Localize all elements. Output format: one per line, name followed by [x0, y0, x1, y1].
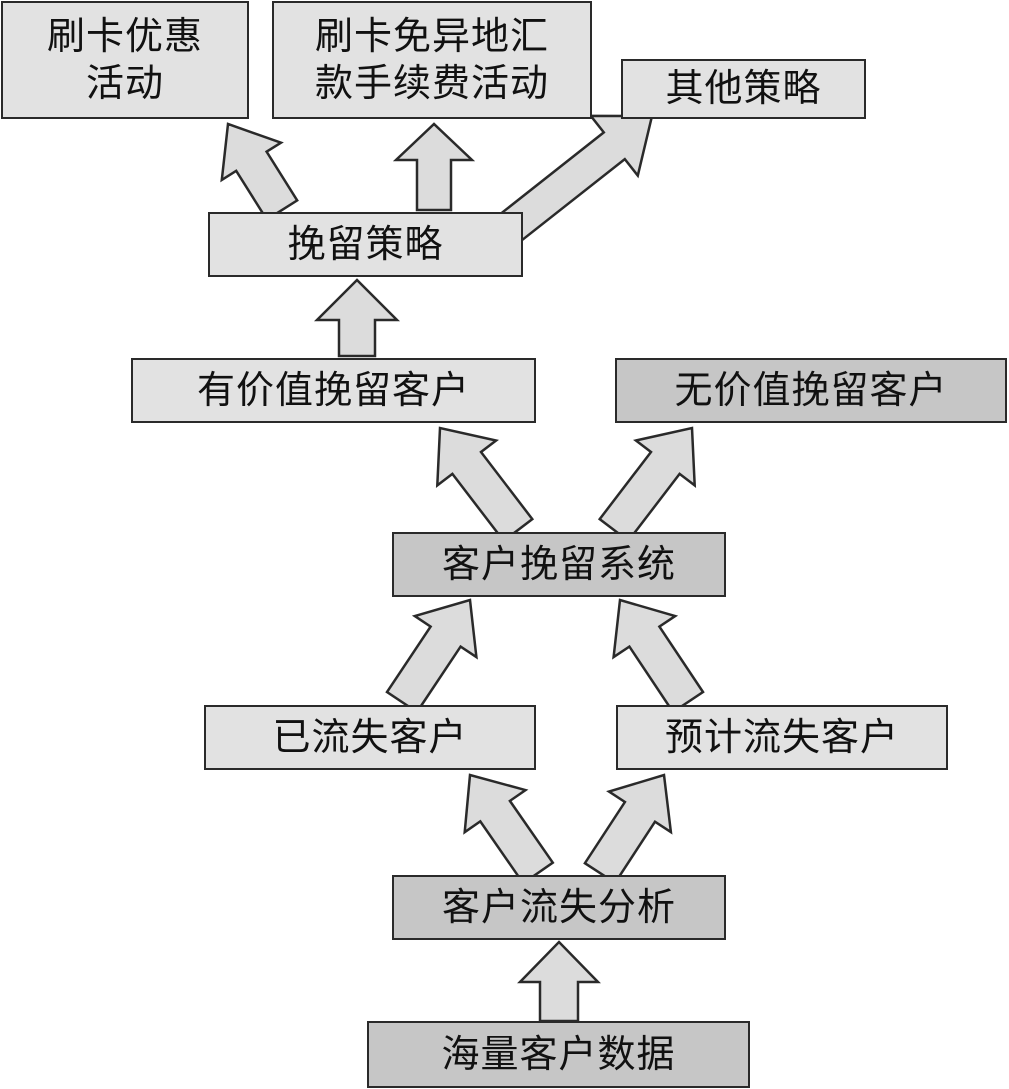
node-churn-analysis-label: 客户流失分析	[441, 884, 676, 929]
arrow-system-to-valuable	[435, 426, 535, 543]
node-customer-data-label: 海量客户数据	[441, 1031, 676, 1076]
node-churned-customers: 已流失客户	[204, 705, 536, 770]
arrow-system-to-nonvaluable	[597, 426, 697, 543]
node-fee-waiver: 刷卡免异地汇 款手续费活动	[272, 1, 592, 119]
node-retention-strategy-label: 挽留策略	[287, 221, 444, 266]
node-other-strategy-label: 其他策略	[665, 66, 822, 111]
node-valuable-customers-label: 有价值挽留客户	[196, 367, 470, 412]
arrow-analysis-to-predicted	[583, 773, 673, 885]
arrow-valuable-to-strategy	[313, 278, 401, 358]
node-nonvaluable-customers: 无价值挽留客户	[615, 358, 1007, 423]
arrow-predicted-to-system	[612, 598, 705, 714]
node-card-discount: 刷卡优惠 活动	[1, 1, 249, 119]
node-retention-strategy: 挽留策略	[208, 212, 523, 277]
arrow-churned-to-system	[385, 598, 478, 714]
node-fee-waiver-label: 刷卡免异地汇 款手续费活动	[314, 13, 549, 106]
node-nonvaluable-customers-label: 无价值挽留客户	[674, 367, 948, 412]
arrow-data-to-analysis	[517, 940, 601, 1023]
arrow-strategy-to-card-discount	[220, 122, 299, 222]
node-customer-data: 海量客户数据	[367, 1021, 750, 1088]
node-retention-system-label: 客户挽留系统	[441, 541, 676, 586]
arrow-strategy-to-fee-waiver	[392, 122, 476, 212]
node-card-discount-label: 刷卡优惠 活动	[46, 13, 203, 106]
arrow-analysis-to-churned	[463, 773, 555, 886]
node-churn-analysis: 客户流失分析	[392, 875, 726, 940]
node-predicted-churn-label: 预计流失客户	[664, 714, 899, 759]
node-valuable-customers: 有价值挽留客户	[131, 358, 536, 423]
node-predicted-churn: 预计流失客户	[616, 705, 948, 770]
node-retention-system: 客户挽留系统	[392, 532, 726, 597]
node-other-strategy: 其他策略	[621, 59, 866, 119]
node-churned-customers-label: 已流失客户	[272, 714, 468, 759]
